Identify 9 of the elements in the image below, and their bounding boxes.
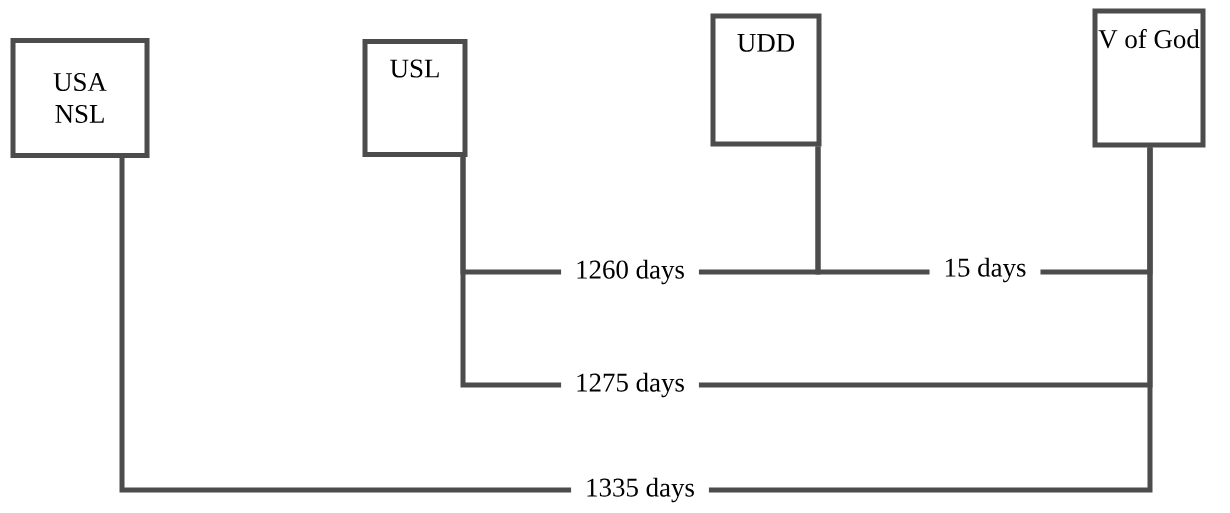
edge-label: 1260 days bbox=[561, 255, 699, 289]
connector-line bbox=[119, 147, 1153, 493]
label-box: USA NSL bbox=[10, 38, 150, 158]
label-box: V of God bbox=[1092, 8, 1206, 148]
edge-label: 1335 days bbox=[571, 473, 709, 507]
edge-label: 15 days bbox=[929, 253, 1041, 287]
edge-label: 1275 days bbox=[561, 368, 699, 402]
label-box: USL bbox=[362, 39, 468, 157]
label-box: UDD bbox=[710, 13, 822, 147]
